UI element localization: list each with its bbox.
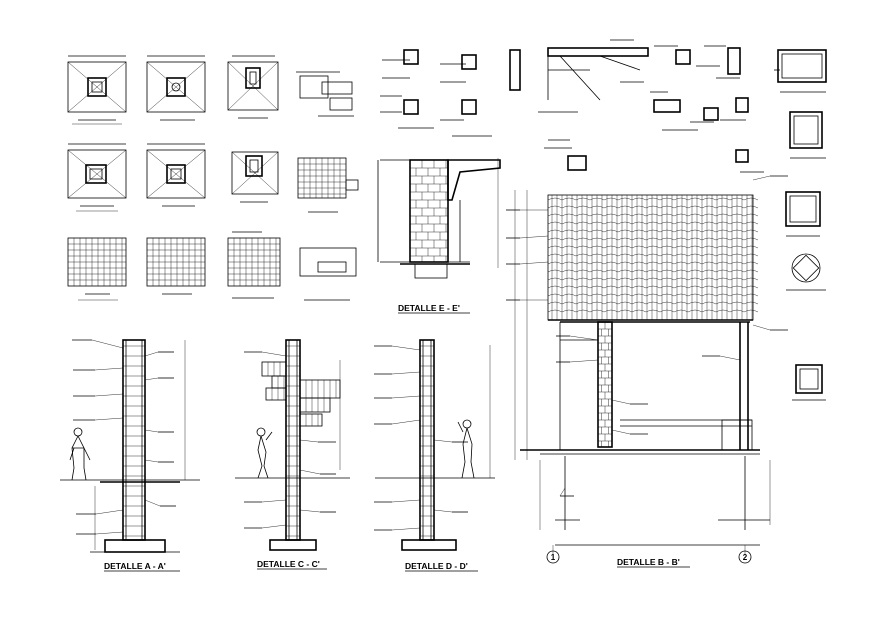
title-detail-e: DETALLE E - E' xyxy=(398,303,460,313)
human-figure-d xyxy=(457,419,475,479)
human-figure-c xyxy=(256,427,273,479)
footing-plan-6 xyxy=(231,151,279,203)
title-detail-a: DETALLE A - A' xyxy=(104,561,166,571)
axis-marker-1: 1 xyxy=(546,550,560,564)
axis-label-2: 2 xyxy=(743,553,748,562)
detail-b-section xyxy=(506,175,788,555)
detail-d-section xyxy=(374,339,495,551)
small-plan-details xyxy=(296,71,359,301)
footing-plan-5 xyxy=(146,143,206,207)
footing-plan-3 xyxy=(227,55,279,119)
axis-label-1: 1 xyxy=(551,553,556,562)
footing-plans-group xyxy=(67,55,281,301)
title-detail-b: DETALLE B - B' xyxy=(617,557,680,567)
footing-plan-1 xyxy=(67,55,127,125)
slab-plan-1 xyxy=(67,237,127,301)
human-figure-a xyxy=(69,427,91,481)
axis-marker-2: 2 xyxy=(738,550,752,564)
detail-a-section xyxy=(60,339,200,553)
footing-plan-2 xyxy=(146,55,206,121)
detail-e-section xyxy=(377,158,501,279)
slab-plan-3 xyxy=(227,231,281,299)
detail-c-section xyxy=(235,339,350,551)
slab-plan-2 xyxy=(146,237,206,295)
footing-plan-4 xyxy=(67,143,127,212)
title-detail-c: DETALLE C - C' xyxy=(257,559,320,569)
right-column-details xyxy=(777,49,827,401)
title-detail-d: DETALLE D - D' xyxy=(405,561,468,571)
lintel-details xyxy=(380,39,780,173)
